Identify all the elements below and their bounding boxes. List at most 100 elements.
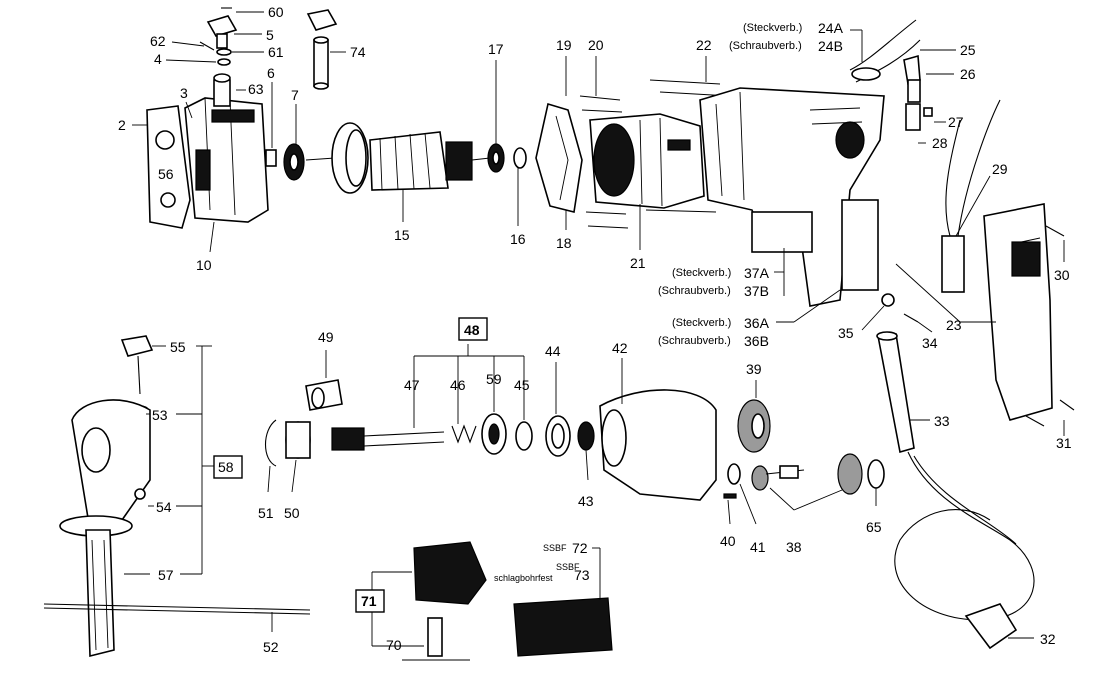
label-27: 27 bbox=[948, 114, 964, 130]
annotation-ssbf-72: SSBF bbox=[543, 543, 567, 553]
label-60: 60 bbox=[268, 4, 284, 20]
label-34: 34 bbox=[922, 335, 938, 351]
label-15: 15 bbox=[394, 227, 410, 243]
label-63: 63 bbox=[248, 81, 264, 97]
part-49-sleeve bbox=[305, 379, 343, 411]
part-57-side-handle bbox=[59, 399, 151, 658]
label-45: 45 bbox=[514, 377, 530, 393]
label-31: 31 bbox=[1056, 435, 1072, 451]
part-59-bearing bbox=[481, 413, 507, 455]
label-24a: 24A bbox=[818, 20, 844, 36]
label-16: 16 bbox=[510, 231, 526, 247]
part-32-power-cord bbox=[894, 451, 1035, 650]
label-25: 25 bbox=[960, 42, 976, 58]
label-58: 58 bbox=[218, 459, 234, 475]
label-59: 59 bbox=[486, 371, 502, 387]
label-36a: 36A bbox=[744, 315, 770, 331]
part-10-gear-housing bbox=[184, 73, 269, 223]
label-57: 57 bbox=[158, 567, 174, 583]
annotation-steckverb-37a: (Steckverb.) bbox=[672, 267, 731, 279]
label-50: 50 bbox=[284, 505, 300, 521]
label-62: 62 bbox=[150, 33, 166, 49]
part-17-bearing bbox=[487, 143, 505, 173]
part-51-circlip bbox=[264, 419, 277, 467]
label-43: 43 bbox=[578, 493, 594, 509]
part-72-chuck bbox=[413, 541, 487, 605]
part-41-bushing bbox=[727, 463, 741, 485]
part-38-shaft bbox=[751, 453, 863, 495]
parts-19-20-screws bbox=[579, 95, 629, 229]
label-51: 51 bbox=[258, 505, 274, 521]
part-29-switch bbox=[941, 99, 1001, 293]
part-40-key bbox=[723, 493, 737, 499]
part-26-28-connectors bbox=[905, 79, 933, 131]
label-70: 70 bbox=[386, 637, 402, 653]
label-4: 4 bbox=[154, 51, 162, 67]
label-22: 22 bbox=[696, 37, 712, 53]
label-41: 41 bbox=[750, 539, 766, 555]
part-45-washer bbox=[515, 421, 533, 451]
label-72: 72 bbox=[572, 540, 588, 556]
part-16-washer bbox=[513, 147, 527, 169]
label-20: 20 bbox=[588, 37, 604, 53]
annotation-schraubverb-37b: (Schraubverb.) bbox=[658, 285, 731, 297]
leader-lines bbox=[124, 11, 1065, 647]
part-5-knob bbox=[206, 7, 238, 49]
part-15-armature bbox=[305, 122, 491, 194]
label-37b: 37B bbox=[744, 283, 769, 299]
label-73: 73 bbox=[574, 567, 590, 583]
part-6-pin bbox=[265, 149, 277, 167]
label-box-48 bbox=[458, 317, 488, 341]
part-65-bearing bbox=[867, 459, 885, 489]
label-56: 56 bbox=[158, 166, 174, 182]
label-23: 23 bbox=[946, 317, 962, 333]
part-74-knob bbox=[306, 9, 338, 90]
part-55-knob bbox=[120, 335, 154, 395]
part-21-field bbox=[589, 113, 705, 209]
part-50-bushing bbox=[285, 421, 311, 459]
label-21: 21 bbox=[630, 255, 646, 271]
label-44: 44 bbox=[545, 343, 561, 359]
part-23-handle-shell bbox=[983, 203, 1053, 421]
label-19: 19 bbox=[556, 37, 572, 53]
label-61: 61 bbox=[268, 44, 284, 60]
part-73-chuck bbox=[513, 597, 613, 657]
label-42: 42 bbox=[612, 340, 628, 356]
label-10: 10 bbox=[196, 257, 212, 273]
part-42-gear-case bbox=[599, 389, 717, 501]
label-36b: 36B bbox=[744, 333, 769, 349]
annotation-schraubverb-36b: (Schraubverb.) bbox=[658, 335, 731, 347]
part-24-cable-ends bbox=[849, 19, 921, 83]
label-5: 5 bbox=[266, 27, 274, 43]
label-38: 38 bbox=[786, 539, 802, 555]
label-71: 71 bbox=[361, 593, 377, 609]
annotation-schraubverb-24b: (Schraubverb.) bbox=[729, 40, 802, 52]
label-65: 65 bbox=[866, 519, 882, 535]
part-2-gasket bbox=[146, 105, 191, 229]
label-53: 53 bbox=[152, 407, 168, 423]
label-18: 18 bbox=[556, 235, 572, 251]
label-2: 2 bbox=[118, 117, 126, 133]
label-35: 35 bbox=[838, 325, 854, 341]
label-48: 48 bbox=[464, 322, 480, 338]
part-70-chuck-key bbox=[402, 617, 470, 661]
label-47: 47 bbox=[404, 377, 420, 393]
annotation-steckverb-36a: (Steckverb.) bbox=[672, 317, 731, 329]
part-47-spindle bbox=[331, 427, 445, 451]
part-18-shroud bbox=[535, 102, 583, 213]
label-26: 26 bbox=[960, 66, 976, 82]
annotation-ssbf-73: SSBF bbox=[556, 562, 580, 572]
part-39-gear bbox=[737, 399, 771, 453]
part-30-31-screws bbox=[1025, 225, 1075, 427]
motor-housing bbox=[699, 87, 885, 307]
label-7: 7 bbox=[291, 87, 299, 103]
part-46-spring bbox=[451, 424, 477, 444]
part-33-cable-sleeve bbox=[876, 331, 915, 454]
label-32: 32 bbox=[1040, 631, 1056, 647]
label-37a: 37A bbox=[744, 265, 770, 281]
label-40: 40 bbox=[720, 533, 736, 549]
label-box-58 bbox=[213, 455, 243, 479]
part-7-bearing bbox=[283, 143, 305, 181]
